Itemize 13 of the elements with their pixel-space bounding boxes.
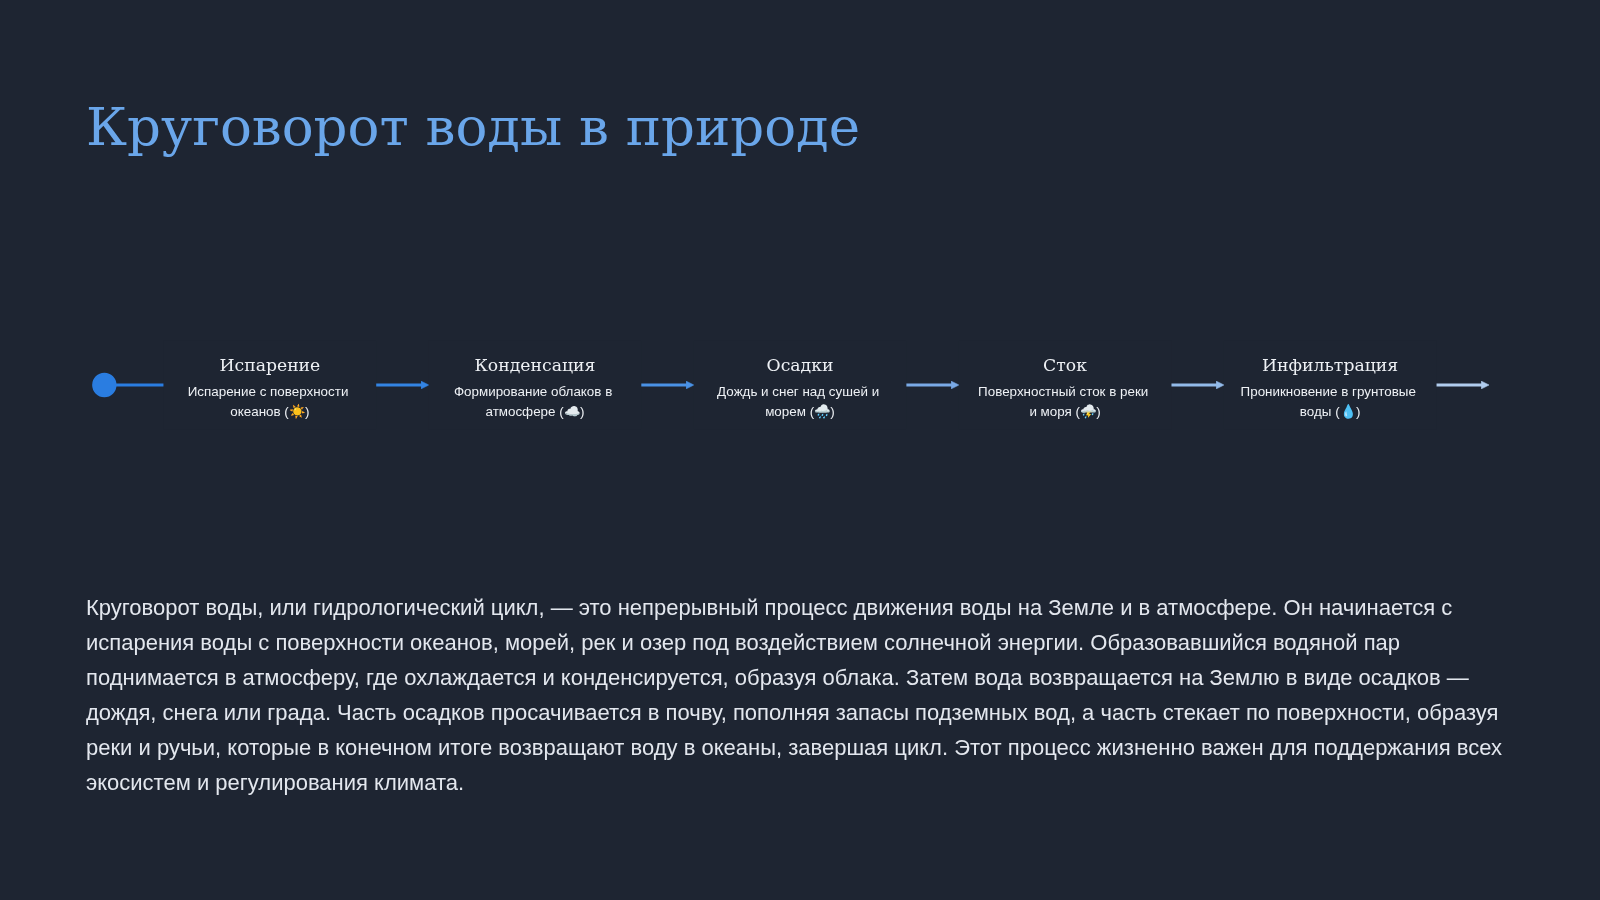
arrow [376, 380, 430, 390]
node-text: Испарение Испарение с поверхности океанов (☀) [187, 354, 349, 419]
caption-paragraph: Круговорот воды, или гидрологический цикл, — это непрерывный процесс движения воды на Земле и в атмосфере. Он начинается с испарения воды с поверхности океанов, морей, рек и озер под воздействием солнечной энергии. Образовавшийся водяной пар поднимается в атмосферу, где охлаждается и конденсируется, образуя облака. Затем вода возвращается на Землю в виде осадков — дождя, снега или града. Часть осадков просачивается в почву, пополняя запасы подземных вод, а часть стекает по поверхности, образуя реки и ручьи, которые в конечном итоге возвращают воду в океаны, завершая цикл. Этот процесс жизненно важен для поддержания всех экосистем и регулирования климата. [86, 594, 1503, 797]
node-text: Сток Поверхностный сток в реки и моря (⛈) [978, 354, 1149, 419]
title: Круговорот воды в природе [86, 96, 861, 157]
node-text: Конденсация Формирование облаков в атмосфере (☁) [453, 354, 613, 419]
arrow [1436, 380, 1490, 390]
arrow [641, 380, 695, 390]
node-text: Осадки Дождь и снег над сушей и морем (🌧) [717, 354, 880, 419]
arrow [1171, 380, 1225, 390]
node-text: Инфильтрация Проникновение в грунтовые воды (💧) [1240, 354, 1416, 419]
node-circle [92, 372, 117, 398]
arrow [906, 380, 960, 390]
